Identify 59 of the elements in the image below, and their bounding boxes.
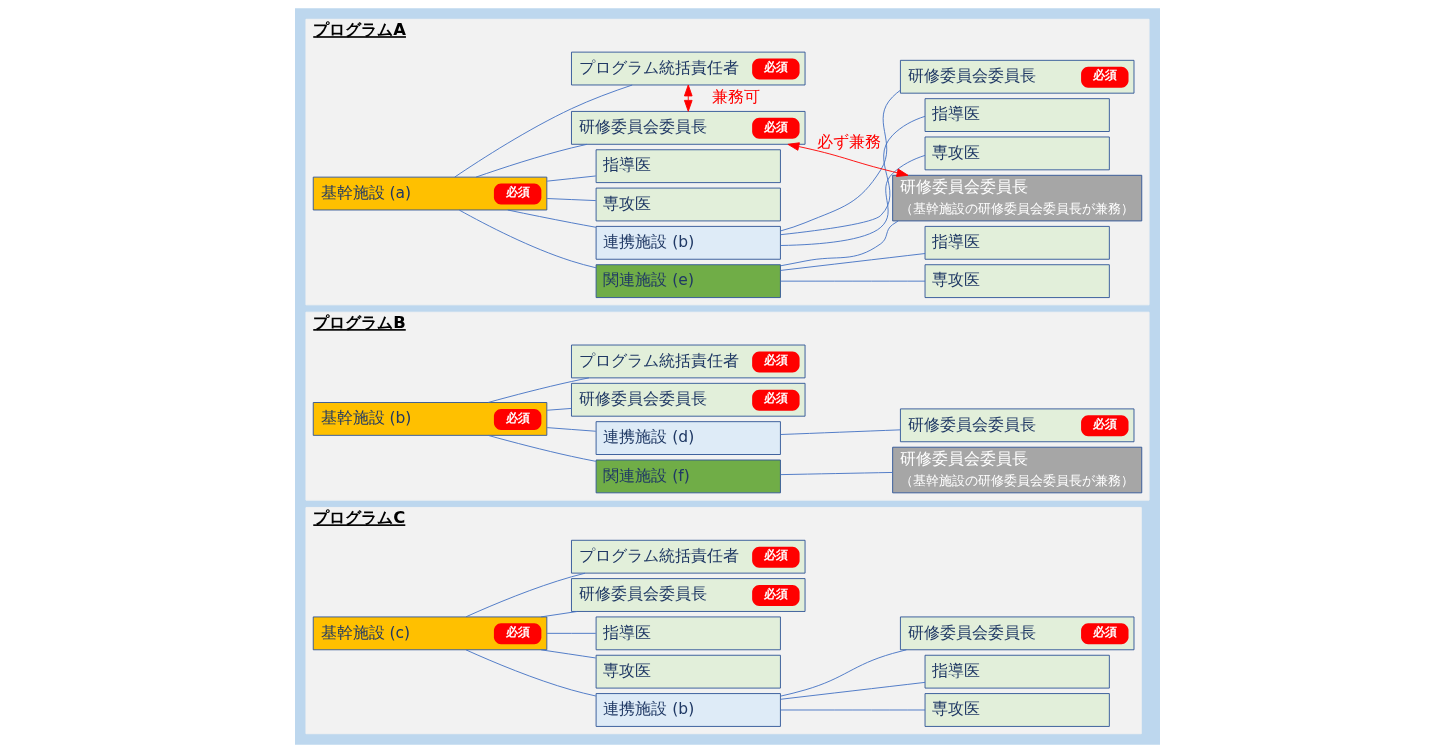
node-box: 専攻医 bbox=[595, 654, 781, 689]
node-box: 専攻医 bbox=[924, 264, 1110, 299]
connector bbox=[454, 84, 633, 178]
connector bbox=[780, 220, 899, 267]
node-box: 関連施設 (f) bbox=[595, 459, 781, 494]
node-box: 研修委員会委員長 （基幹施設の研修委員会委員長が兼務） bbox=[892, 446, 1143, 494]
connector bbox=[465, 572, 586, 618]
node-box: 指導医 bbox=[924, 654, 1110, 689]
connector bbox=[465, 649, 597, 697]
node-box: プログラム統括責任者 必須 bbox=[571, 539, 806, 574]
connector bbox=[546, 175, 597, 182]
node-box: プログラム統括責任者 必須 bbox=[571, 344, 806, 379]
connector bbox=[780, 709, 926, 711]
connector bbox=[780, 154, 926, 246]
connector bbox=[546, 632, 597, 634]
node-box: 関連施設 (e) bbox=[595, 264, 781, 299]
node-box: 研修委員会委員長 必須 bbox=[899, 408, 1135, 443]
connector bbox=[546, 427, 597, 432]
connector bbox=[780, 649, 907, 697]
connector bbox=[780, 472, 894, 476]
connector bbox=[475, 143, 588, 178]
connector bbox=[780, 115, 926, 236]
node-box: プログラム統括責任者 必須 bbox=[571, 51, 806, 86]
connector bbox=[780, 253, 926, 271]
connector bbox=[546, 407, 572, 411]
node-box: 連携施設 (b) bbox=[595, 225, 781, 260]
node-box: 研修委員会委員長 必須 bbox=[899, 616, 1135, 651]
node-box: 専攻医 bbox=[924, 693, 1110, 727]
node-box: 基幹施設 (c) 必須 bbox=[312, 616, 548, 651]
node-box: 研修委員会委員長 （基幹施設の研修委員会委員長が兼務） bbox=[892, 174, 1143, 222]
connector bbox=[487, 434, 597, 462]
connector bbox=[780, 681, 926, 700]
node-box: 基幹施設 (a) 必須 bbox=[312, 176, 548, 211]
arrow bbox=[787, 142, 909, 177]
node-box: 指導医 bbox=[924, 98, 1110, 132]
node-box: 連携施設 (b) bbox=[595, 693, 781, 727]
node-box: 専攻医 bbox=[595, 187, 781, 222]
node-box: 研修委員会委員長 必須 bbox=[571, 578, 806, 612]
node-box: 基幹施設 (b) 必須 bbox=[312, 402, 548, 436]
connector bbox=[507, 209, 597, 228]
edge-label: 兼務可 bbox=[711, 88, 760, 107]
connector bbox=[780, 280, 926, 282]
connector bbox=[540, 649, 597, 659]
node-box: 研修委員会委員長 必須 bbox=[571, 382, 806, 417]
connector bbox=[546, 198, 597, 202]
node-box: 研修委員会委員長 必須 bbox=[571, 110, 806, 145]
node-box: 指導医 bbox=[924, 225, 1110, 260]
node-box: 専攻医 bbox=[924, 136, 1110, 171]
connector bbox=[780, 89, 901, 232]
edge-label: 必ず兼務 bbox=[816, 132, 881, 151]
connector bbox=[458, 209, 597, 269]
node-box: 指導医 bbox=[595, 616, 781, 651]
node-box: 指導医 bbox=[595, 149, 781, 184]
connector bbox=[540, 611, 578, 618]
node-box: 研修委員会委員長 必須 bbox=[899, 59, 1135, 94]
node-box: 連携施設 (d) bbox=[595, 421, 781, 455]
arrow bbox=[683, 84, 693, 112]
connector bbox=[487, 377, 590, 403]
connector bbox=[780, 429, 901, 435]
